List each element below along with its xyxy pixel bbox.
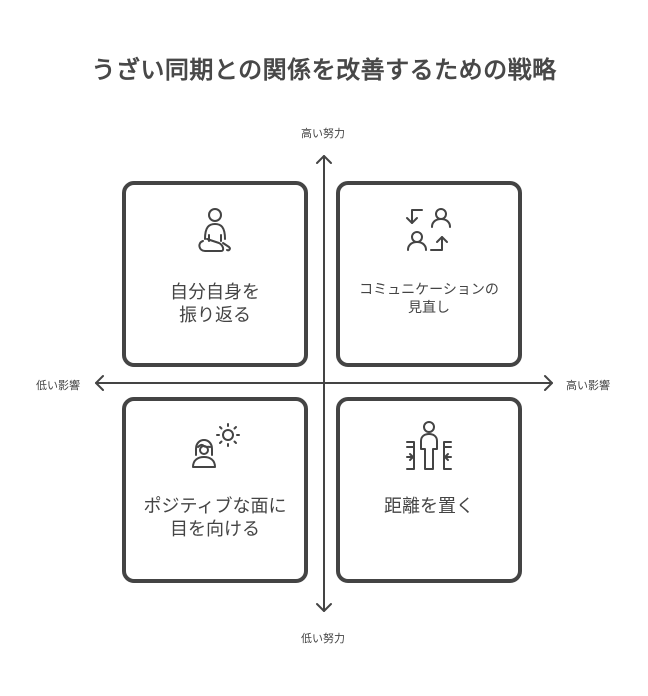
axis-label-high-effort: 高い努力 [301, 127, 345, 140]
arrow-down-icon [316, 603, 332, 612]
arrow-up-icon [316, 155, 332, 164]
quadrant-reflect-on-self: 自分自身を 振り返る [122, 181, 308, 367]
exchange-users-icon [406, 208, 451, 251]
person-sun-icon [192, 423, 240, 468]
quadrant-label-line2: 振り返る [179, 305, 251, 327]
axis-label-low-impact: 低い影響 [36, 379, 80, 392]
quadrant-label-line1: ポジティブな面に [143, 496, 287, 517]
quadrant-keep-distance: 距離を置く [336, 397, 522, 583]
quadrant-label-line1: コミュニケーションの [359, 282, 499, 298]
quadrant-label-line2: 目を向ける [170, 519, 260, 541]
arrow-right-icon [544, 375, 553, 391]
meditation-person-icon [198, 208, 231, 252]
quadrant-label-line2: 見直し [408, 300, 450, 317]
quadrant-review-communication: コミュニケーションの 見直し [336, 181, 522, 367]
axis-label-high-impact: 高い影響 [566, 379, 610, 392]
person-distance-icon [406, 421, 452, 470]
axis-label-low-effort: 低い努力 [301, 632, 345, 645]
quadrant-label-line1: 自分自身を [170, 282, 260, 303]
arrow-left-icon [95, 375, 104, 391]
diagram-title: うざい同期との関係を改善するための戦略 [91, 56, 557, 84]
quadrant-label-line1: 距離を置く [384, 496, 474, 517]
quadrant-focus-on-positives: ポジティブな面に 目を向ける [122, 397, 308, 583]
